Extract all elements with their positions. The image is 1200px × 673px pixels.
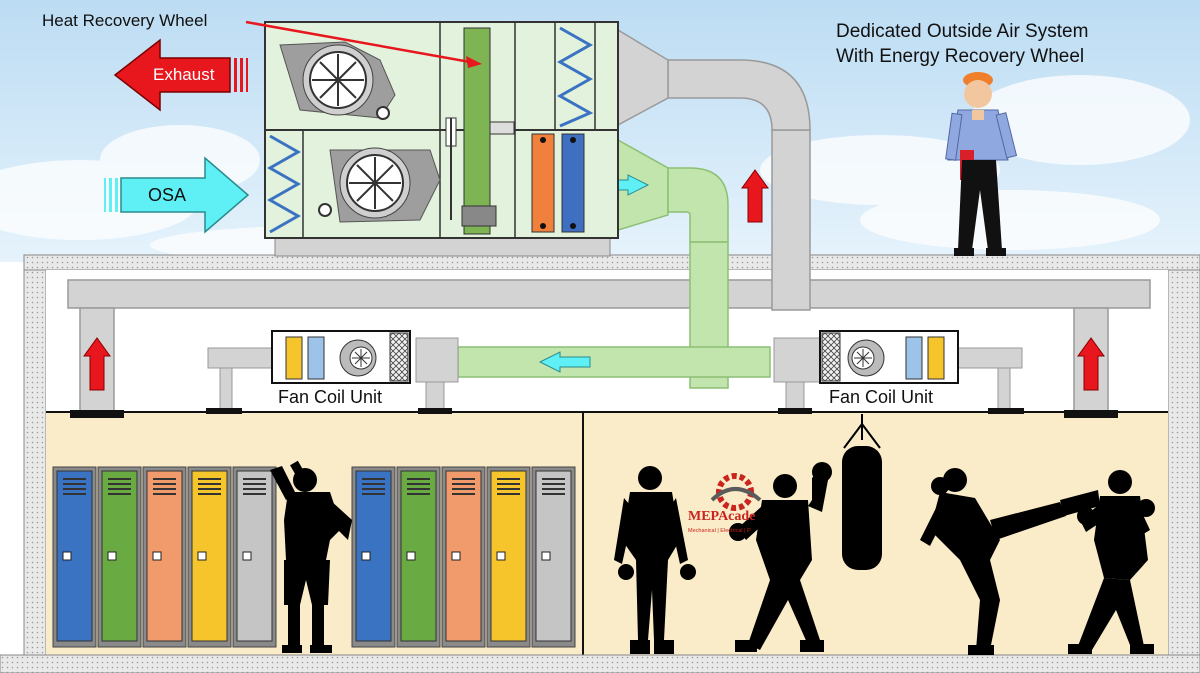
return-flow-arrows [83,169,1105,391]
exhaust-label: Exhaust [153,65,215,84]
locker [97,466,142,648]
return-grille-right [1064,410,1118,418]
osa-label: OSA [148,185,187,205]
roof-slab [23,254,1200,271]
osa-arrow [104,156,250,234]
exhaust-arrow [113,38,248,112]
diagram-title-line2: With Energy Recovery Wheel [836,46,1085,67]
punching-bag [842,414,882,570]
fan-coil-right [773,330,1024,414]
return-grille-left [70,410,124,418]
supply-fan [318,147,441,223]
defender-silhouette [1068,470,1155,654]
mep-logo: MEPAcade Mechanical | Electrical | P [688,473,762,534]
diagram-title-line1: Dedicated Outside Air System [836,21,1089,42]
left-wall [23,269,47,656]
doas-unit [264,21,619,257]
locker [52,466,97,648]
boxer-flexing-silhouette [729,462,832,652]
boxer-standing-silhouette [614,466,696,654]
locker-bank-left [52,466,277,648]
locker [187,466,232,648]
engineer-figure [945,72,1018,256]
wheel-pointer-line [245,20,471,64]
kicker-silhouette [920,468,1100,655]
locker [531,466,576,648]
locker [232,466,277,648]
locker [486,466,531,648]
right-wall [1167,269,1200,656]
fan-coil-right-label: Fan Coil Unit [829,387,934,407]
locker [142,466,187,648]
drinking-athlete-silhouette [270,460,352,653]
logo-sub-text: Mechanical | Electrical | P [688,528,751,534]
osa-filter [266,134,302,234]
locker-bank-right [351,466,576,648]
supply-flow-arrow [538,351,591,373]
fan-coil-left [206,330,459,414]
heating-coil [531,133,555,233]
silhouettes [270,414,1155,655]
logo-main-text: MEPAcade [688,509,755,524]
return-duct [67,28,1151,413]
supply-duct [457,138,771,389]
locker [396,466,441,648]
locker [351,466,396,648]
heat-recovery-wheel-label: Heat Recovery Wheel [42,11,208,30]
locker [441,466,486,648]
cooling-coil [561,133,585,233]
exhaust-filter [556,26,594,128]
exhaust-fan [279,41,396,120]
floor-slab [0,654,1200,673]
fan-coil-left-label: Fan Coil Unit [278,387,383,407]
